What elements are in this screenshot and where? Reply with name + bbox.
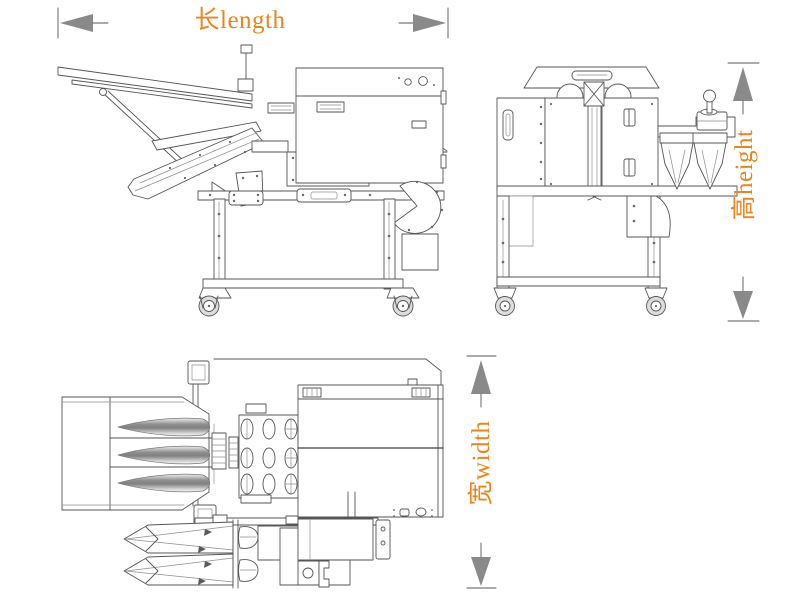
length-dimension [57,7,449,39]
arrow-up-icon [733,67,753,101]
arrow-left-icon [60,14,93,32]
arrow-right-icon [413,14,446,32]
arrow-down-icon [471,557,491,586]
length-label: 长length [194,7,286,34]
height-label: 高height [731,129,758,221]
arrow-down-icon [733,291,753,319]
side-view-drawing [57,44,448,317]
height-dimension [727,62,760,322]
width-label: 宽width [468,420,495,506]
top-view-drawing [61,358,444,589]
front-view-drawing [493,66,738,316]
arrow-up-icon [471,360,491,394]
width-dimension [466,355,497,589]
